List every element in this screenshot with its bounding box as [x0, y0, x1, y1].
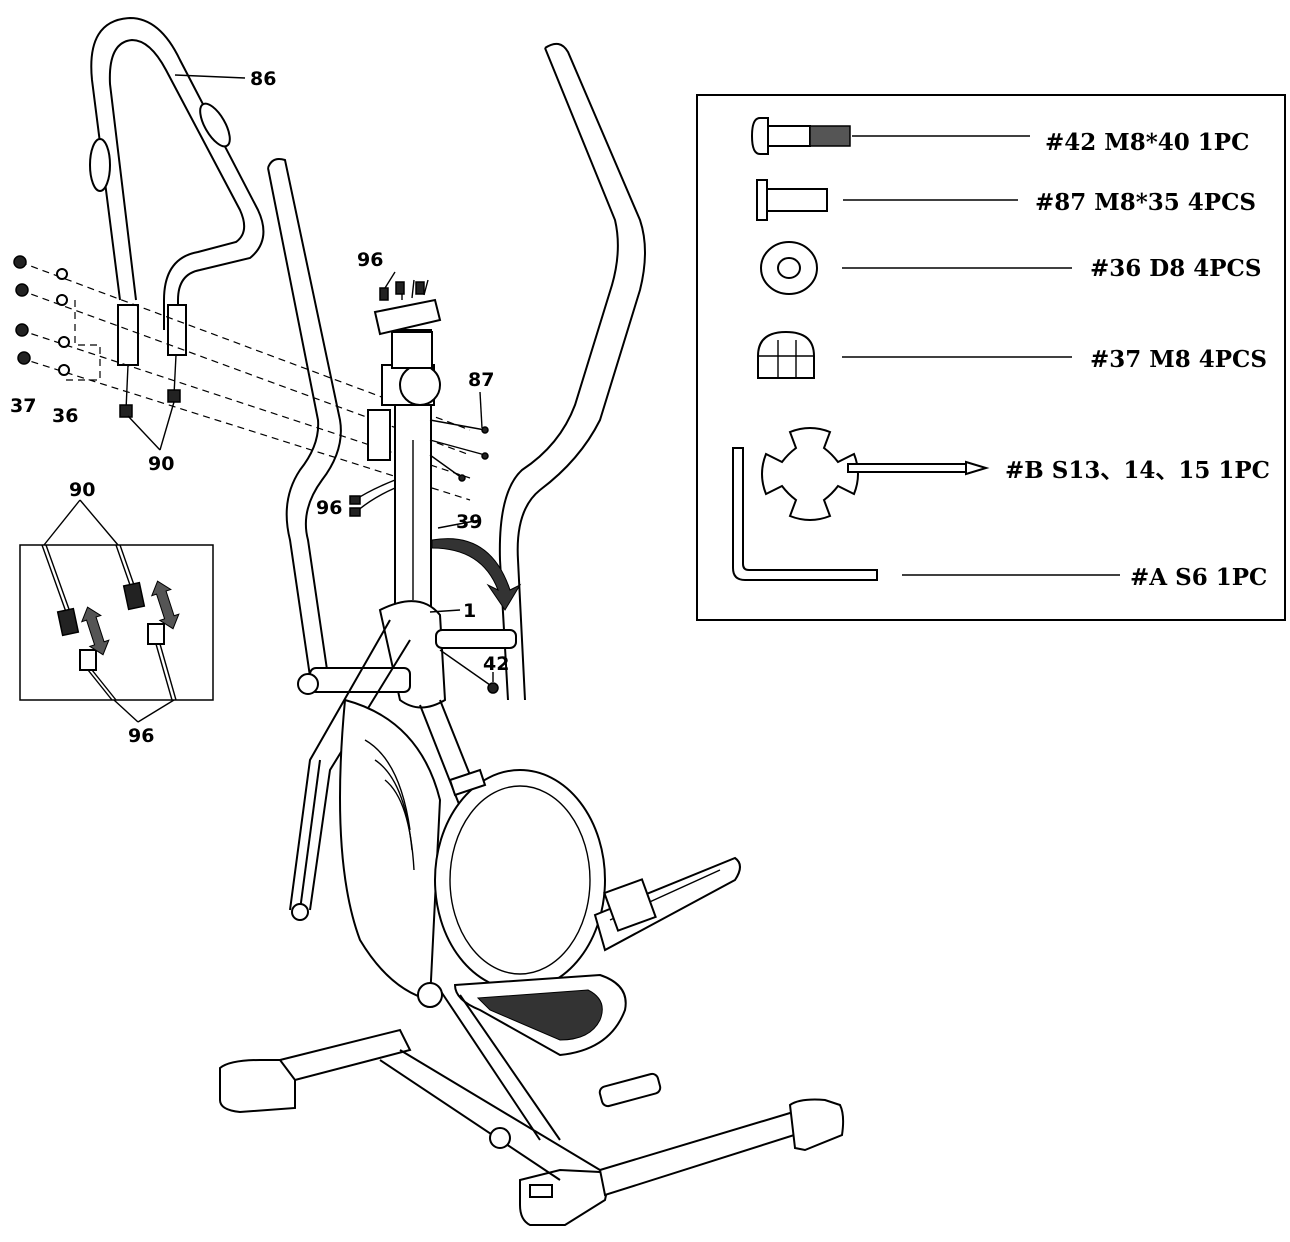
bolt-icon — [756, 179, 1018, 221]
callout-1: 1 — [463, 600, 476, 622]
callout-87: 87 — [468, 369, 494, 391]
callout-96-top: 96 — [357, 249, 383, 271]
connector-inset — [19, 499, 214, 723]
callout-37: 37 — [10, 395, 36, 417]
hardware-label-87: #87 M8*35 4PCS — [1035, 189, 1256, 216]
cap-nut-icon — [757, 330, 1072, 379]
allen-key-icon — [732, 447, 1120, 581]
callout-96-mid: 96 — [316, 497, 342, 519]
hardware-box: #42 M8*40 1PC #87 M8*35 4PCS #36 D8 4PCS… — [696, 94, 1286, 621]
elliptical-machine — [13, 16, 845, 1226]
hardware-label-a: #A S6 1PC — [1130, 564, 1267, 591]
callout-86: 86 — [250, 68, 276, 90]
washer-icon — [760, 241, 1072, 295]
callout-90: 90 — [148, 453, 174, 475]
inset-label-90: 90 — [69, 479, 95, 501]
hardware-label-36: #36 D8 4PCS — [1090, 255, 1261, 282]
callout-39: 39 — [456, 511, 482, 533]
inset-label-96: 96 — [128, 725, 154, 747]
hardware-label-b: #B S13、14、15 1PC — [1005, 457, 1270, 484]
callout-36: 36 — [52, 405, 78, 427]
wrench-icon — [761, 427, 990, 521]
callout-leaders — [127, 74, 494, 682]
hardware-label-42: #42 M8*40 1PC — [1045, 129, 1249, 156]
callout-42: 42 — [483, 653, 509, 675]
bolt-threaded-icon — [750, 117, 1030, 155]
hardware-label-37: #37 M8 4PCS — [1090, 346, 1267, 373]
nut-washer-column — [13, 255, 70, 376]
